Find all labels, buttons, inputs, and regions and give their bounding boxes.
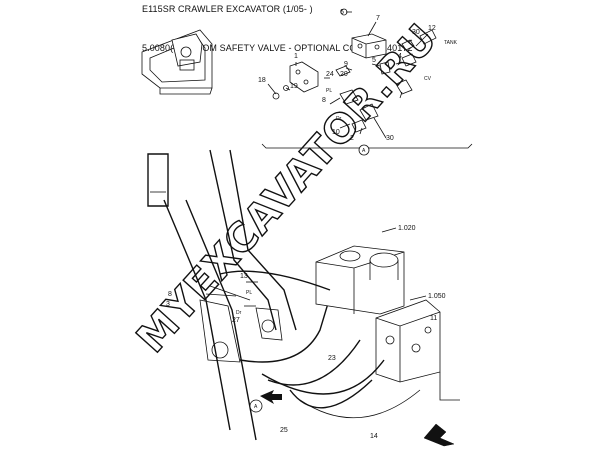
callout-1-020: 1.020 — [398, 225, 416, 232]
reference-a-lower: A — [254, 404, 258, 410]
callout-7: 7 — [376, 15, 380, 22]
callout-25: 25 — [280, 427, 288, 434]
callout-tank: TANK — [444, 40, 458, 46]
control-valve-block — [315, 245, 460, 401]
port-dr-top: Dr — [336, 116, 342, 122]
callout-2: 2 — [350, 135, 354, 142]
reference-marker-a-top — [358, 144, 370, 156]
callout-1: 1 — [294, 53, 298, 60]
callout-24: 24 — [326, 71, 334, 78]
port-cv: CV — [424, 76, 432, 82]
callout-14: 14 — [370, 433, 378, 440]
callout-18: 18 — [258, 77, 266, 84]
callout-27: 27 — [232, 317, 240, 324]
port-dr-lower: Dr — [236, 310, 242, 316]
callout-9: 9 — [344, 61, 348, 68]
callout-13: 13 — [240, 273, 248, 280]
callout-8-lower: 8 — [168, 291, 172, 298]
callout-11: 11 — [430, 315, 437, 322]
port-pl-top: PL — [326, 88, 332, 94]
callout-5: 5 — [372, 57, 376, 64]
excavator-thumbnail — [141, 29, 213, 95]
diagram-subtitle: 5.0080(01) BOOM SAFETY VALVE - OPTIONAL … — [142, 43, 413, 53]
diagram-title: E115SR CRAWLER EXCAVATOR (1/05- ) — [142, 4, 313, 14]
port-pl-lower: PL — [246, 290, 252, 296]
direction-arrow-icon — [260, 390, 282, 404]
hose-lines — [205, 270, 385, 409]
callout-8-top: 8 — [322, 97, 326, 104]
callout-3: 3 — [166, 301, 170, 308]
callout-4: 4 — [398, 53, 402, 60]
callout-12: 12 — [428, 25, 436, 32]
callout-19: 19 — [290, 83, 298, 90]
callout-30-bottom: 30 — [386, 135, 394, 142]
boom-assembly — [147, 149, 421, 441]
reference-a-top: A — [362, 148, 366, 154]
reference-marker-a-lower — [249, 399, 263, 413]
callout-6: 6 — [340, 9, 344, 16]
callout-20: 20 — [340, 71, 348, 78]
callout-10: 10 — [332, 129, 340, 136]
callout-23: 23 — [328, 355, 336, 362]
callout-1-050: 1.050 — [428, 293, 446, 300]
callout-30-top: 30 — [412, 29, 420, 36]
valve-assembly-detail — [261, 8, 473, 150]
page-turn-arrow-icon — [423, 423, 455, 447]
